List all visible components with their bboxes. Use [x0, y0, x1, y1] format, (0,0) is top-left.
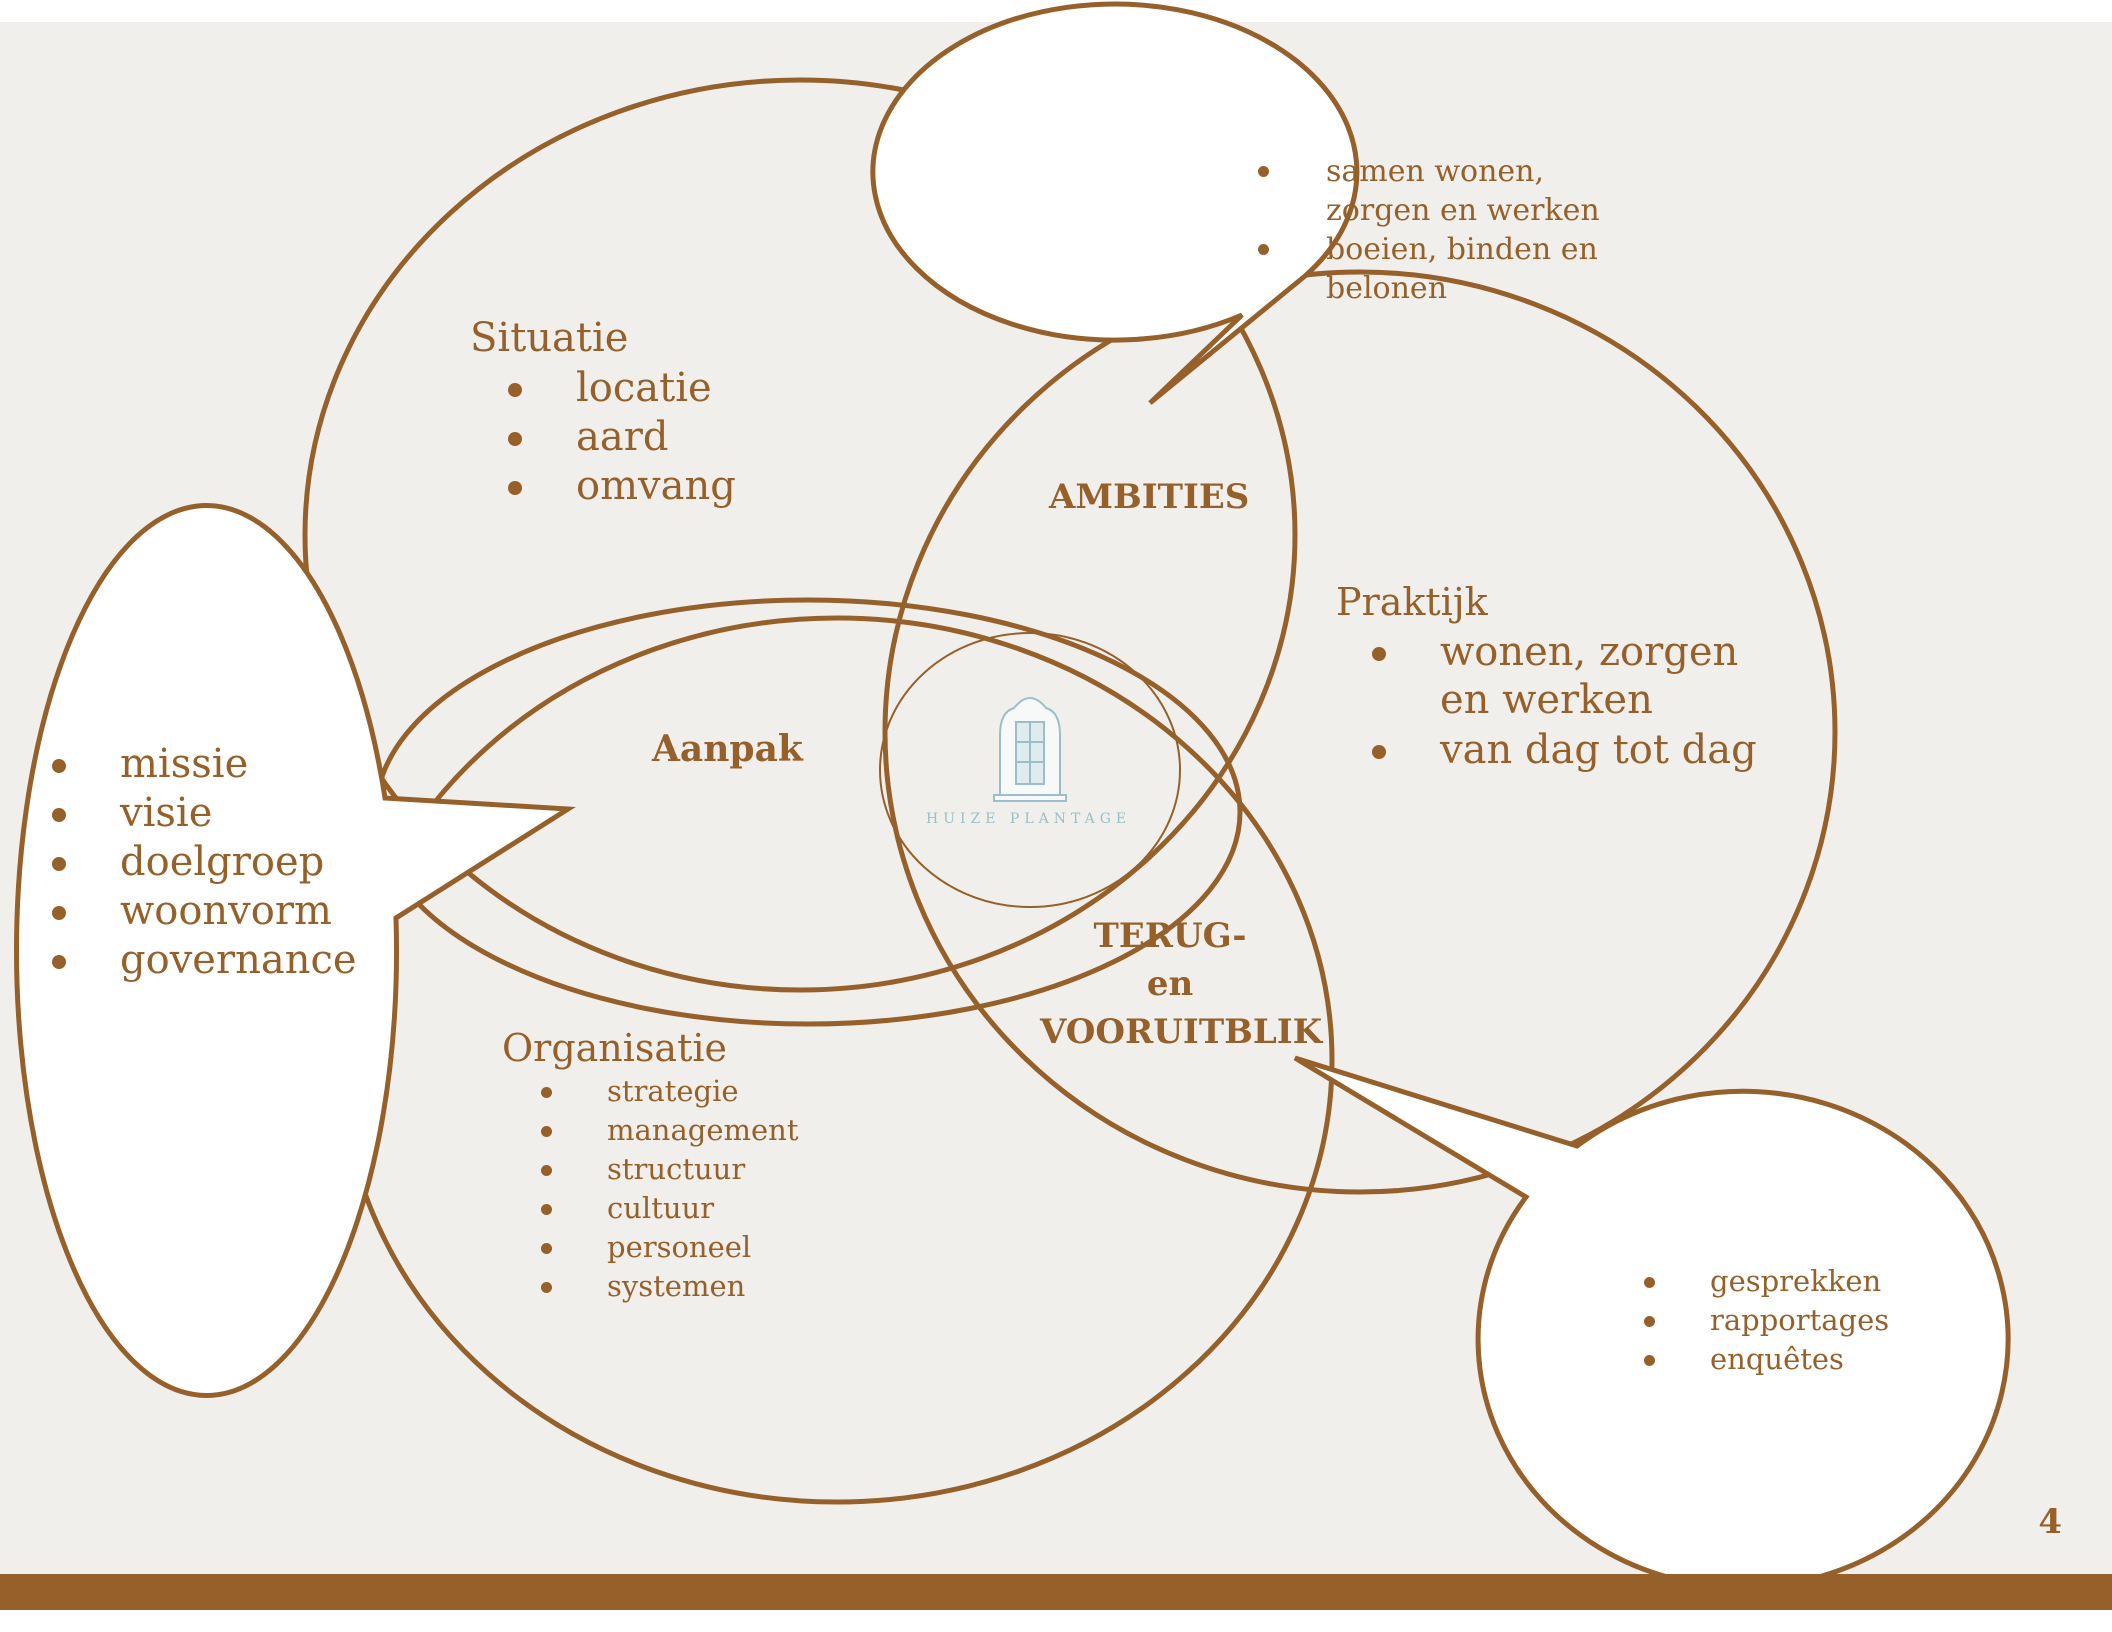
page-number: 4: [2038, 1502, 2062, 1542]
terugblik-line2: en: [1146, 964, 1194, 1004]
bubble-top-shape: [870, 1, 1360, 405]
list-item: locatie: [508, 364, 736, 413]
list-item: boeien, binden en belonen: [1258, 230, 1626, 308]
terugblik-title: TERUG- en VOORUITBLIK: [1040, 912, 1323, 1056]
bullet-icon: [52, 906, 66, 920]
list-item: aard: [508, 413, 736, 462]
bottom-bar: [0, 1574, 2112, 1610]
list-item: systemen: [541, 1269, 798, 1308]
organisatie-list: strategie management structuur cultuur p…: [541, 1074, 798, 1308]
list-item: governance: [52, 936, 357, 985]
list-item: visie: [52, 789, 357, 838]
ambities-title: AMBITIES: [1049, 477, 1250, 517]
terugblik-line1: TERUG-: [1093, 916, 1247, 956]
list-item: structuur: [541, 1152, 798, 1191]
circle-situatie: [302, 77, 1298, 993]
bullet-icon: [541, 1243, 552, 1254]
bubble-left-list: missie visie doelgroep woonvorm governan…: [52, 740, 357, 985]
list-item: missie: [52, 740, 357, 789]
list-item: wonen, zorgen en werken: [1372, 628, 1740, 724]
list-item: van dag tot dag: [1372, 726, 1757, 774]
bullet-icon: [1644, 1355, 1655, 1366]
list-item: samen wonen, zorgen en werken: [1258, 152, 1626, 230]
bullet-icon: [52, 759, 66, 773]
bullet-icon: [52, 955, 66, 969]
list-item: cultuur: [541, 1191, 798, 1230]
bullet-icon: [1644, 1316, 1655, 1327]
list-item: omvang: [508, 462, 736, 511]
bullet-icon: [508, 481, 522, 495]
list-item: gesprekken: [1644, 1264, 1889, 1303]
situatie-list: locatie aard omvang: [508, 364, 736, 511]
list-item: rapportages: [1644, 1303, 1889, 1342]
list-item: strategie: [541, 1074, 798, 1113]
terugblik-line3: VOORUITBLIK: [1040, 1012, 1323, 1052]
bullet-icon: [541, 1282, 552, 1293]
list-item: management: [541, 1113, 798, 1152]
aanpak-title: Aanpak: [652, 728, 803, 770]
bubble-bottom-list: gesprekken rapportages enquêtes: [1644, 1264, 1889, 1381]
bullet-icon: [52, 808, 66, 822]
list-item: woonvorm: [52, 887, 357, 936]
situatie-title: Situatie: [470, 315, 629, 361]
organisatie-title: Organisatie: [502, 1026, 727, 1070]
bullet-icon: [1644, 1277, 1655, 1288]
bullet-icon: [541, 1126, 552, 1137]
bullet-icon: [541, 1204, 552, 1215]
bullet-icon: [541, 1087, 552, 1098]
logo-text: HUIZE PLANTAGE: [926, 811, 1132, 827]
bullet-icon: [1372, 745, 1386, 759]
list-item: doelgroep: [52, 838, 357, 887]
logo-circle: [879, 632, 1181, 908]
bubble-left-shape: [14, 503, 576, 1399]
list-item: enquêtes: [1644, 1342, 1889, 1381]
bullet-icon: [52, 857, 66, 871]
praktijk-title: Praktijk: [1336, 580, 1488, 624]
bullet-icon: [1258, 244, 1269, 255]
circle-organisatie: [339, 615, 1335, 1505]
praktijk-list: wonen, zorgen en werken van dag tot dag: [1372, 628, 1757, 774]
bubble-top-list: samen wonen, zorgen en werken boeien, bi…: [1258, 152, 1626, 308]
bullet-icon: [1258, 166, 1269, 177]
bullet-icon: [508, 432, 522, 446]
bullet-icon: [508, 383, 522, 397]
list-item: personeel: [541, 1230, 798, 1269]
building-icon: [993, 697, 1067, 802]
bullet-icon: [1372, 647, 1386, 661]
bullet-icon: [541, 1165, 552, 1176]
